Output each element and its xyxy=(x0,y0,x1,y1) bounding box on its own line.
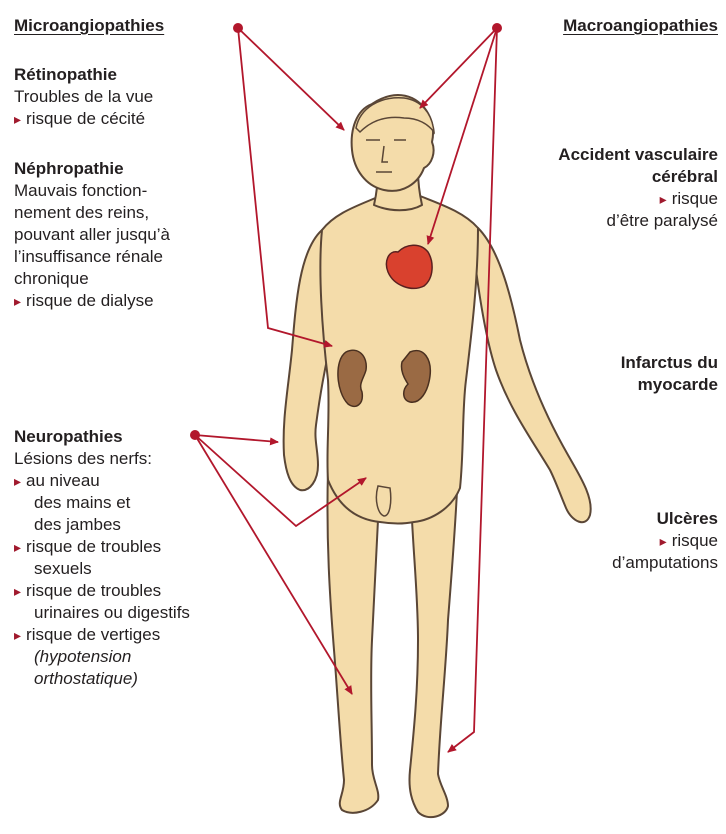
ulceres-line-1: risque xyxy=(612,530,718,552)
neuropathies-b1-2: des mains et xyxy=(14,492,190,514)
neuropathies-b2-2: sexuels xyxy=(14,558,190,580)
neuropathies-title: Neuropathies xyxy=(14,426,190,448)
right-arm xyxy=(476,228,591,522)
nephropathie-line-1: Mauvais fonction- xyxy=(14,180,170,202)
neuropathies-b1-3: des jambes xyxy=(14,514,190,536)
nephropathie-line-3: pouvant aller jusqu’à xyxy=(14,224,170,246)
retinopathie-title: Rétinopathie xyxy=(14,64,153,86)
retinopathie-line-2: risque de cécité xyxy=(14,108,153,130)
avc-title-2: cérébral xyxy=(558,166,718,188)
neuropathies-b4-2: (hypotension xyxy=(14,646,190,668)
neuropathies-b3-1: risque de troubles xyxy=(14,580,190,602)
avc-title-1: Accident vasculaire xyxy=(558,144,718,166)
avc-line-2: d’être paralysé xyxy=(558,210,718,232)
heading-macroangiopathies: Macroangiopathies xyxy=(563,16,718,36)
nephropathie-line-2: nement des reins, xyxy=(14,202,170,224)
retinopathie-block: Rétinopathie Troubles de la vue risque d… xyxy=(14,64,153,130)
heading-microangiopathies: Microangiopathies xyxy=(14,16,164,36)
infarctus-title-1: Infarctus du xyxy=(621,352,718,374)
nephropathie-line-5: chronique xyxy=(14,268,170,290)
infarctus-title-2: myocarde xyxy=(621,374,718,396)
neuropathies-b3-2: urinaires ou digestifs xyxy=(14,602,190,624)
arrow-micro-eye xyxy=(238,28,344,130)
avc-line-1: risque xyxy=(558,188,718,210)
neuropathies-block: Neuropathies Lésions des nerfs: au nivea… xyxy=(14,426,190,690)
neuropathies-b2-1: risque de troubles xyxy=(14,536,190,558)
ulceres-line-2: d’amputations xyxy=(612,552,718,574)
nephropathie-title: Néphropathie xyxy=(14,158,170,180)
neuropathies-b1-1: au niveau xyxy=(14,470,190,492)
neuropathies-intro: Lésions des nerfs: xyxy=(14,448,190,470)
infarctus-block: Infarctus du myocarde xyxy=(621,352,718,396)
arrow-macro-heart xyxy=(428,28,497,244)
ulceres-block: Ulcères risque d’amputations xyxy=(612,508,718,574)
avc-block: Accident vasculaire cérébral risque d’êt… xyxy=(558,144,718,232)
neuropathies-b4-1: risque de vertiges xyxy=(14,624,190,646)
ulceres-title: Ulcères xyxy=(612,508,718,530)
neuropathies-b4-3: orthostatique) xyxy=(14,668,190,690)
retinopathie-line-1: Troubles de la vue xyxy=(14,86,153,108)
nephropathie-line-4: l’insuffisance rénale xyxy=(14,246,170,268)
human-figure xyxy=(284,95,591,817)
nephropathie-line-6: risque de dialyse xyxy=(14,290,170,312)
genital xyxy=(376,486,390,516)
arrow-macro-head xyxy=(420,28,497,108)
arrow-neuro-hand xyxy=(195,435,278,442)
nephropathie-block: Néphropathie Mauvais fonction- nement de… xyxy=(14,158,170,312)
